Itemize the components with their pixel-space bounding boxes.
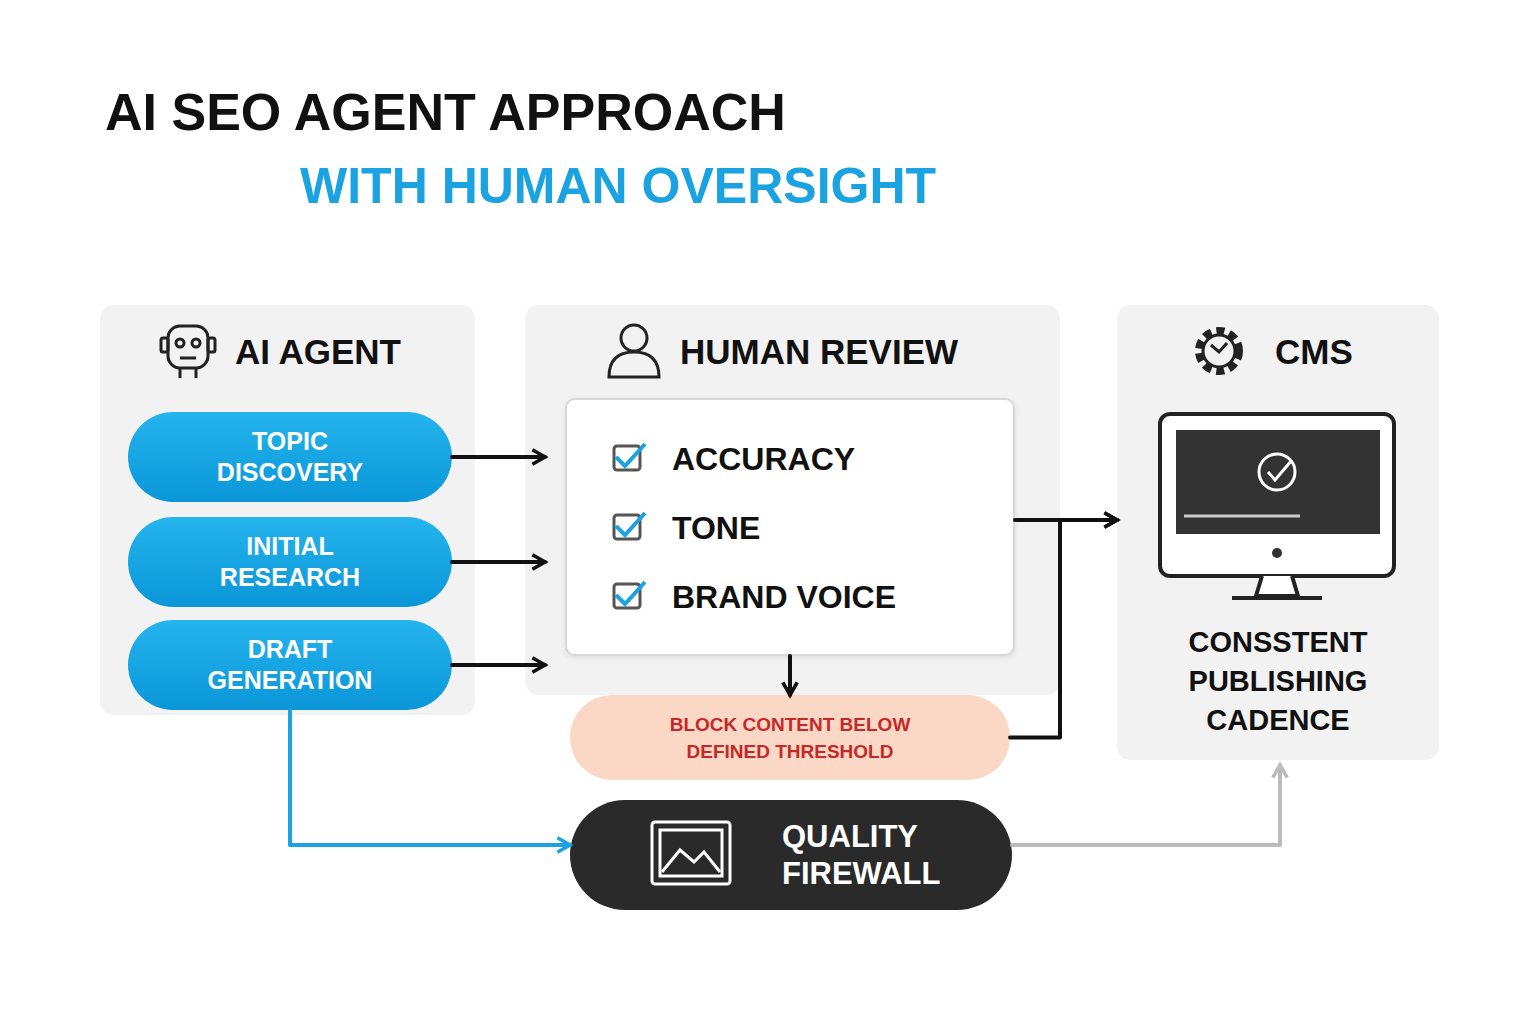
- firewall-pill: QUALITY FIREWALL: [570, 800, 1012, 910]
- process-pill: INITIAL RESEARCH: [128, 517, 452, 607]
- check-item: ACCURACY: [672, 439, 855, 479]
- diagram-title: AI SEO AGENT APPROACH: [105, 82, 786, 142]
- flow-arrow: [290, 710, 570, 845]
- threshold-note: BLOCK CONTENT BELOW DEFINED THRESHOLD: [640, 711, 940, 765]
- threshold-pill: BLOCK CONTENT BELOW DEFINED THRESHOLD: [570, 695, 1010, 780]
- process-label: INITIAL RESEARCH: [190, 531, 390, 593]
- lane-heading: AI AGENT: [235, 331, 401, 373]
- flow-arrow: [1012, 765, 1280, 845]
- check-item: BRAND VOICE: [672, 577, 896, 617]
- firewall-label: QUALITY FIREWALL: [782, 818, 962, 892]
- lane-panel: CMS CONSSTENT PUBLISHING CADENCE: [1117, 305, 1439, 760]
- process-pill: TOPIC DISCOVERY: [128, 412, 452, 502]
- process-label: TOPIC DISCOVERY: [190, 426, 390, 488]
- cms-caption: CONSSTENT PUBLISHING CADENCE: [1117, 623, 1439, 740]
- lane-heading: CMS: [1275, 331, 1353, 373]
- subtitle: WITH HUMAN OVERSIGHT: [300, 156, 936, 216]
- process-pill: DRAFT GENERATION: [128, 620, 452, 710]
- check-item: TONE: [672, 508, 760, 548]
- lane-panel: HUMAN REVIEW ACCURACY TONE BRAND VOICE: [525, 305, 1060, 695]
- lane-heading: HUMAN REVIEW: [680, 331, 958, 373]
- checklist-box: ACCURACY TONE BRAND VOICE: [565, 398, 1015, 656]
- process-label: DRAFT GENERATION: [190, 634, 390, 696]
- lane-panel: AI AGENT TOPIC DISCOVERY INITIAL RESEARCH D…: [100, 305, 475, 715]
